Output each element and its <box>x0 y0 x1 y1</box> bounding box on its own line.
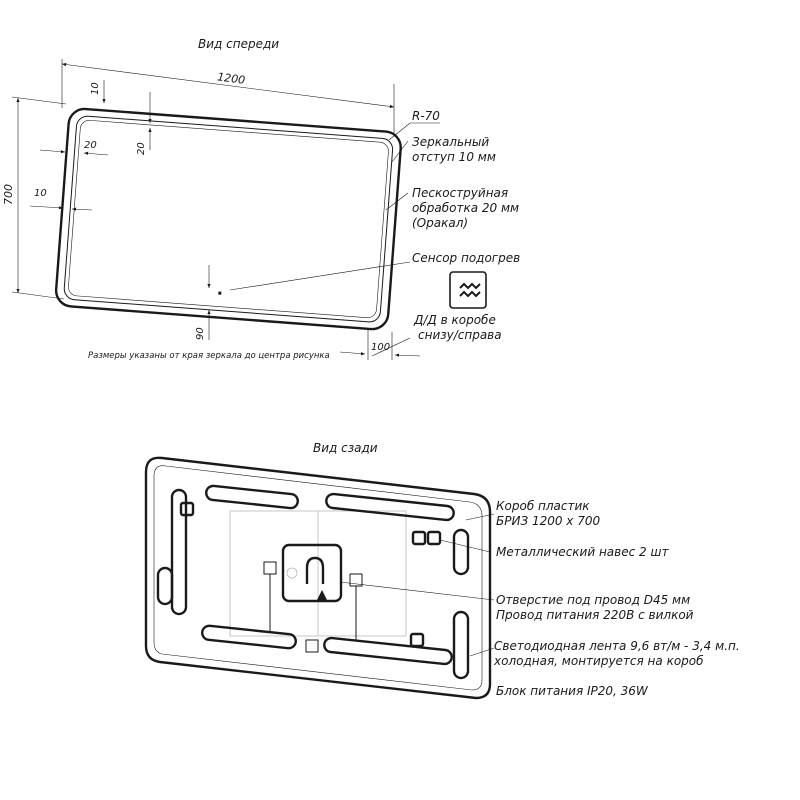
sensor-leader <box>229 261 411 291</box>
mirror-indent-line <box>63 115 394 323</box>
width-dim-line <box>61 62 395 109</box>
hanger-icon-tr2 <box>426 530 442 546</box>
metal-hangers <box>179 501 442 648</box>
sensor-dim-label: 90 <box>195 327 206 340</box>
slot-top-left <box>205 484 299 510</box>
case-slots <box>156 484 470 680</box>
width-dim-label: 1200 <box>216 70 245 86</box>
sandblast-label-1: Пескоструйная <box>412 186 508 200</box>
hole-label-1: Отверстие под провод D45 мм <box>496 593 690 607</box>
left-inner-dim-line <box>39 149 66 154</box>
hole-label-2: Провод питания 220В с вилкой <box>496 608 694 622</box>
front-view: Вид спереди 1200 700 10 20 20 1 <box>2 37 520 361</box>
plug-icon <box>305 556 325 584</box>
sandblast-label-2: обработка 20 мм <box>412 201 519 215</box>
case-label-1: Короб пластик <box>496 499 590 513</box>
psu-label: Блок питания IP20, 36W <box>496 684 649 698</box>
psu-block <box>305 639 319 653</box>
sandblast-label-3: (Оракал) <box>412 216 468 230</box>
hole-leader <box>339 581 495 601</box>
slot-right-top <box>452 528 470 576</box>
back-view: Вид сзади <box>144 441 740 700</box>
br-dim-line <box>339 351 366 356</box>
hanger-icon-tl <box>179 501 195 517</box>
indent-label-2: отступ 10 мм <box>412 150 496 164</box>
hanger-icon-br <box>409 632 425 648</box>
sensor-mark <box>218 291 222 295</box>
sensor-icon <box>449 271 487 309</box>
slot-top-right <box>325 492 455 522</box>
component-circle <box>286 567 298 579</box>
br-dim-line-2 <box>394 353 421 357</box>
slot-right-bottom <box>452 610 470 680</box>
radius-leader <box>388 122 411 141</box>
slot-bottom-left <box>201 624 297 650</box>
sandblast-line <box>68 120 389 319</box>
indent-label-1: Зеркальный <box>412 135 489 149</box>
br-dim-label: 100 <box>371 342 390 353</box>
top-inner-label: 20 <box>136 142 147 155</box>
left-offset-label: 10 <box>34 188 47 199</box>
top-offset-label: 10 <box>90 82 101 95</box>
case-outer-edge <box>144 456 492 700</box>
sensor-label: Сенсор подогрев <box>412 251 520 265</box>
radius-label: R-70 <box>412 109 440 123</box>
box-label-1: Д/Д в коробе <box>413 313 496 327</box>
left-inner-dim-line-2 <box>83 151 109 156</box>
height-dim-label: 700 <box>2 184 15 205</box>
hanger-icon-tr1 <box>411 530 427 546</box>
case-leader <box>465 513 495 521</box>
left-offset-dim-line-2 <box>71 207 93 211</box>
mirror-outer-edge <box>54 107 402 331</box>
slot-left-small <box>156 566 174 606</box>
box-label-2: снизу/справа <box>418 328 502 342</box>
led-label-2: холодная, монтируется на короб <box>493 654 704 668</box>
hanger-label: Металлический навес 2 шт <box>496 545 669 559</box>
indent-leader <box>391 140 409 163</box>
slot-bottom-right <box>323 636 453 666</box>
sandblast-leader <box>385 192 409 211</box>
box-leader <box>371 337 411 357</box>
dimensions-note: Размеры указаны от края зеркала до центр… <box>88 351 330 361</box>
mirror-front <box>54 107 402 331</box>
case-inner-edge <box>153 465 483 691</box>
slot-left-main <box>170 488 188 616</box>
left-offset-dim-line <box>29 205 64 210</box>
height-ext-top <box>11 96 67 105</box>
led-leader <box>469 647 495 657</box>
back-view-title: Вид сзади <box>313 441 378 455</box>
height-ext-bottom <box>11 291 65 300</box>
component-box-left <box>263 561 277 575</box>
wire-hole-box <box>281 543 343 603</box>
hanger-leader <box>439 539 491 553</box>
left-inner-label: 20 <box>84 140 97 151</box>
led-label-1: Светодиодная лента 9,6 вт/м - 3,4 м.п. <box>494 639 740 653</box>
case-label-2: БРИЗ 1200 х 700 <box>496 514 600 528</box>
front-view-title: Вид спереди <box>198 37 279 51</box>
warning-icon <box>316 590 328 602</box>
